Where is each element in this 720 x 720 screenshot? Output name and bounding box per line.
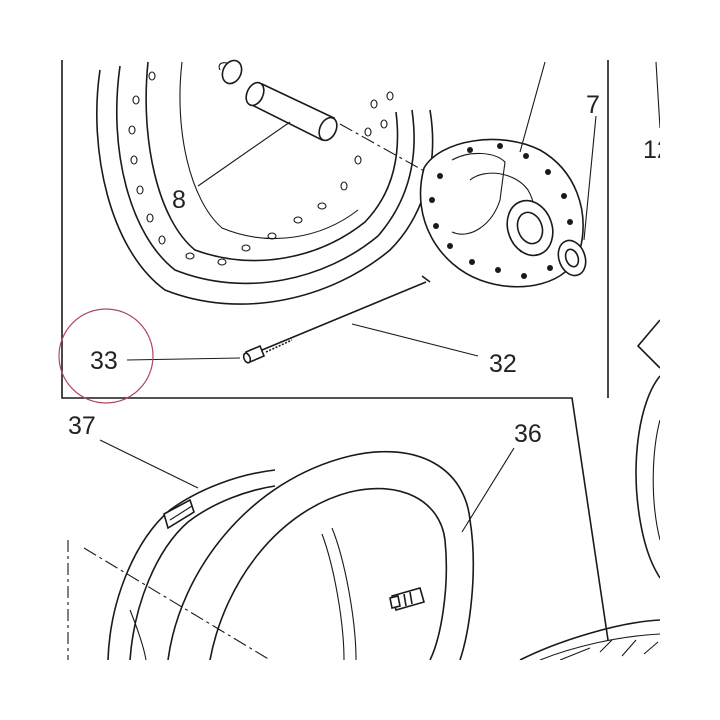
leader-hub bbox=[519, 61, 546, 153]
leader-33 bbox=[126, 357, 241, 361]
inset-frame bbox=[61, 60, 609, 641]
tire-assembly bbox=[67, 439, 661, 661]
leader-12 bbox=[655, 61, 661, 129]
spacer-tube-part-8 bbox=[218, 59, 338, 142]
rim-band-part-37 bbox=[107, 469, 276, 661]
callout-8: 8 bbox=[172, 186, 186, 214]
callout-36: 36 bbox=[514, 420, 542, 448]
rim-spoke-holes bbox=[128, 71, 394, 266]
wheel-rim bbox=[96, 61, 434, 305]
partial-wheel-right bbox=[635, 319, 661, 579]
tire-centerline bbox=[83, 547, 271, 661]
bearing-part-7 bbox=[557, 239, 587, 277]
wheel-hub-inset bbox=[61, 59, 661, 641]
leader-32 bbox=[351, 323, 479, 357]
right-margin bbox=[660, 0, 720, 720]
tire-part-36 bbox=[167, 450, 475, 661]
spoke-nipple-part-33 bbox=[242, 344, 266, 364]
callout-7: 7 bbox=[586, 91, 600, 119]
valve-stem bbox=[389, 587, 425, 611]
leader-36 bbox=[461, 447, 515, 533]
leader-37 bbox=[99, 439, 199, 489]
spoke-part-32 bbox=[261, 275, 431, 353]
bottom-margin bbox=[0, 660, 720, 720]
partial-rim-bottom bbox=[519, 619, 661, 661]
leader-7 bbox=[583, 115, 597, 241]
callout-32: 32 bbox=[489, 350, 517, 378]
callout-37: 37 bbox=[68, 412, 96, 440]
leader-8 bbox=[197, 121, 291, 187]
highlight-circle bbox=[58, 308, 154, 404]
callout-33: 33 bbox=[90, 347, 118, 375]
wheel-hub bbox=[419, 138, 584, 288]
